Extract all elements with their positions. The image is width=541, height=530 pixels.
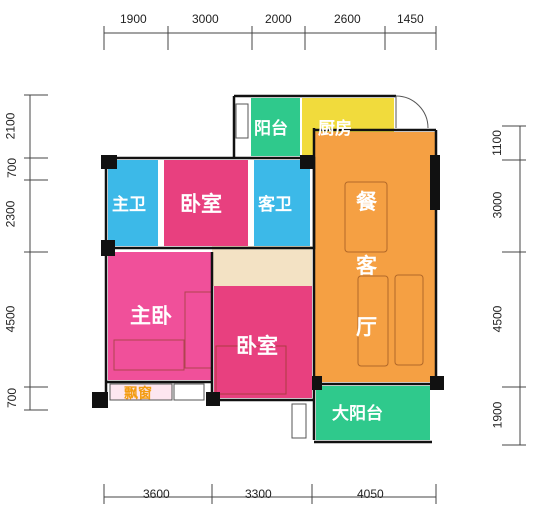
dim-right-2: 3000 — [490, 191, 505, 219]
dim-top-4: 2600 — [334, 12, 361, 26]
dim-left-5: 700 — [5, 387, 20, 409]
room-master-bedroom — [108, 252, 212, 380]
dim-right-3: 4500 — [490, 305, 505, 333]
dim-top-1: 1900 — [120, 12, 147, 26]
dim-top-5: 1450 — [397, 12, 424, 26]
dim-left-2: 700 — [5, 157, 20, 179]
label-bedroom-2: 卧室 — [236, 334, 278, 358]
room-balcony-small — [251, 98, 300, 156]
label-living-1: 客 — [356, 254, 377, 278]
dim-bottom-1: 3600 — [143, 487, 170, 501]
room-bedroom-2 — [214, 286, 312, 398]
room-big-balcony — [316, 386, 430, 440]
label-bay-window: 飘窗 — [124, 386, 152, 402]
label-master-bath: 主卫 — [112, 195, 146, 215]
door-arcs — [395, 95, 429, 129]
label-big-balcony: 大阳台 — [332, 404, 383, 424]
dimension-lines — [24, 26, 526, 504]
room-bedroom-1 — [164, 160, 248, 246]
dim-bottom-3: 4050 — [357, 487, 384, 501]
dim-left-1: 2100 — [3, 112, 18, 140]
room-master-bath — [108, 160, 158, 246]
window-left-top — [235, 103, 249, 139]
dim-right-1: 1100 — [489, 130, 504, 156]
room-guest-bath — [254, 160, 310, 246]
furniture — [113, 181, 424, 395]
wall-blocks — [92, 155, 444, 408]
dim-left-4: 4500 — [3, 305, 18, 333]
label-bedroom-1: 卧室 — [180, 192, 222, 216]
label-living-2: 厅 — [356, 315, 377, 339]
label-kitchen: 厨房 — [318, 119, 352, 139]
window-balcony — [291, 403, 307, 439]
dim-right-4: 1900 — [490, 401, 505, 429]
dim-top-3: 2000 — [265, 12, 292, 26]
dim-bottom-2: 3300 — [245, 487, 272, 501]
label-balcony-small: 阳台 — [254, 119, 288, 139]
dim-left-3: 2300 — [3, 200, 18, 228]
bay-window-rect — [109, 383, 173, 401]
label-dining: 餐 — [356, 190, 377, 214]
label-guest-bath: 客卫 — [258, 195, 292, 215]
dim-top-2: 3000 — [192, 12, 219, 26]
label-master-bedroom: 主卧 — [130, 304, 172, 328]
window-bottom — [173, 383, 205, 401]
room-corridor — [212, 246, 312, 286]
room-living — [314, 132, 436, 382]
